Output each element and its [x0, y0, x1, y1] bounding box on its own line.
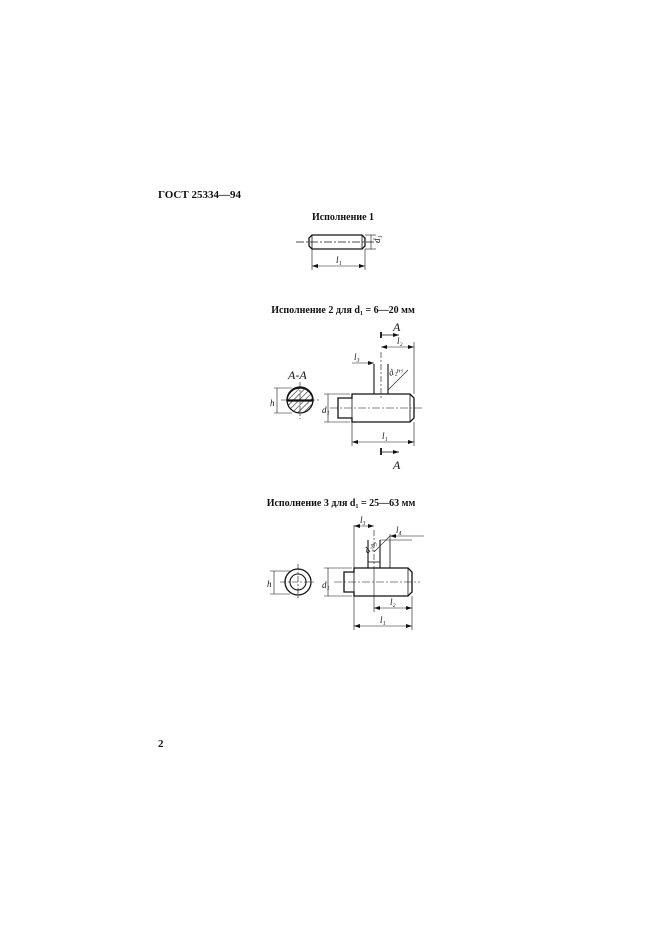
figure-2-drawing: A-A h d₁ l₁ l₂ l₃ d₂ₕ₇ A A [270, 320, 422, 472]
label-l1: l₁ [380, 615, 386, 625]
figure-1-drawing: d₁ l₁ [296, 234, 382, 270]
label-d2: d₂ₕ₇ [362, 538, 379, 555]
section-label-a-a: A-A [287, 368, 307, 382]
label-l4: l₄ [396, 525, 402, 535]
document-header: ГОСТ 25334—94 [158, 189, 241, 201]
figure-3-caption: Исполнение 3 для d₁ = 25—63 мм [266, 498, 416, 509]
cut-label-top: A [392, 320, 401, 334]
cut-label-bottom: A [392, 458, 401, 472]
figure-2-caption: Исполнение 2 для d₁ = 6—20 мм [271, 305, 415, 316]
label-l3: l₃ [354, 352, 360, 362]
label-l2: l₂ [390, 597, 396, 607]
label-l3: l₃ [360, 515, 366, 525]
label-l1: l₁ [382, 431, 388, 441]
figure-3-drawing: h d₁ l₂ l₁ l₃ l₄ d₂ₕ₇ [267, 515, 424, 630]
label-h: h [267, 579, 272, 589]
label-h: h [270, 398, 275, 408]
label-l2: l₂ [397, 336, 403, 346]
page-number: 2 [158, 738, 164, 750]
label-d1: d₁ [322, 580, 330, 590]
label-d1: d₁ [322, 405, 330, 415]
figure-1-caption: Исполнение 1 [311, 212, 375, 223]
label-l1: l₁ [336, 255, 342, 265]
label-d1: d₁ [372, 235, 382, 243]
label-d2: d₂ₕ₇ [387, 364, 404, 378]
